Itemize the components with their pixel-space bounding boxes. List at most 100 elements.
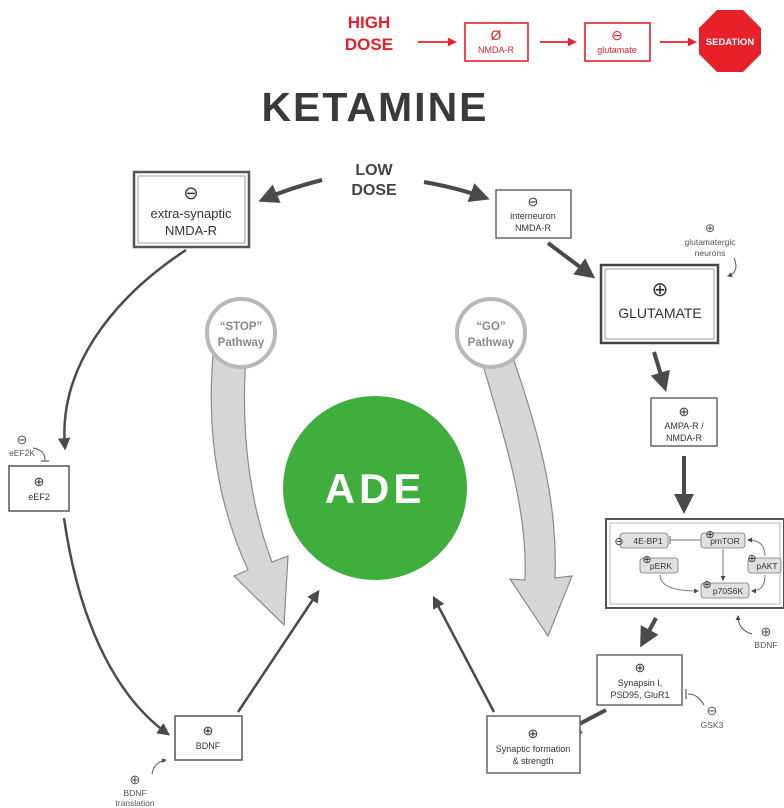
synaptic-box [486, 715, 581, 774]
eef2k-symbol: ⊖ [17, 432, 28, 447]
high-dose-glutamate-box [584, 22, 651, 62]
glutamatergic-line1: glutamatergic [684, 237, 736, 247]
low-dose-label-line1: LOW [355, 162, 393, 179]
sedation-label: SEDATION [706, 37, 755, 48]
bdnf-label: BDNF [196, 741, 221, 751]
extra-synaptic-symbol: ⊖ [183, 183, 198, 203]
interneuron-line2: NMDA-R [515, 223, 551, 233]
node-4ebp1-label: 4E-BP1 [633, 536, 663, 546]
node-p70s6k-symbol: ⊕ [702, 579, 711, 591]
eef2-symbol: ⊕ [34, 474, 45, 489]
interneuron-symbol: ⊖ [528, 194, 539, 209]
go-pathway-line2: Pathway [468, 337, 515, 349]
arrow-bdnf-to-ade [236, 589, 320, 713]
synaptic-symbol: ⊕ [528, 726, 539, 741]
synapsin-symbol: ⊕ [635, 660, 646, 675]
glutamate-box [599, 263, 720, 345]
go-pathway-line1: “GO” [476, 321, 505, 333]
high-dose-label-line2: DOSE [345, 35, 393, 54]
arrow-glutamate-to-ampa [650, 351, 670, 392]
bdnf-right-symbol: ⊕ [761, 624, 772, 639]
stop-pathway-line2: Pathway [218, 337, 265, 349]
stop-pathway-arrow [210, 354, 289, 627]
signaling-network: 4E-BP1 ⊖ pmTOR ⊕ pERK ⊕ pAKT ⊕ p70S6K ⊕ [614, 529, 782, 599]
node-pmtor-label: pmTOR [710, 536, 740, 546]
glutamate-symbol: ⊕ [652, 279, 669, 301]
interneuron-line1: interneuron [510, 211, 556, 221]
node-pakt [747, 557, 782, 574]
synaptic-line2: & strength [512, 756, 553, 766]
eef2-box [8, 465, 70, 512]
arrow-signaling-to-synapsin [640, 617, 659, 648]
arrow-synaptic-to-ade [432, 595, 496, 713]
bdnf-box [174, 715, 243, 761]
synapsin-box [596, 654, 683, 706]
node-perk [639, 557, 679, 574]
eef2k-label: eEF2K [9, 448, 35, 458]
node-perk-symbol: ⊕ [642, 554, 651, 566]
node-pakt-symbol: ⊕ [747, 553, 756, 565]
bdnf-translation-symbol: ⊕ [130, 772, 141, 787]
high-dose-label-line1: HIGH [348, 13, 391, 32]
gsk3-label: GSK3 [701, 720, 724, 730]
arrow-interneuron-to-glutamate [546, 241, 596, 279]
high-dose-nmdar-label: NMDA-R [478, 45, 514, 55]
ade-label: ADE [325, 465, 426, 512]
high-dose-glutamate-symbol: ⊖ [611, 27, 623, 43]
interneuron-box [495, 189, 572, 239]
ampa-line1: AMPA-R / [664, 421, 704, 431]
extra-synaptic-box [132, 170, 251, 249]
bdnf-translation-line2: translation [115, 798, 154, 808]
edge-pakt-to-p70s6k [751, 574, 766, 594]
go-pathway-circle [455, 297, 527, 369]
glutamatergic-arrow [727, 257, 737, 278]
extra-synaptic-line1: extra-synaptic [151, 206, 232, 221]
arrow-lowdose-to-extrasynaptic [258, 178, 323, 203]
bdnf-translation-line1: BDNF [123, 788, 146, 798]
node-p70s6k [700, 582, 750, 599]
ampa-box [650, 397, 718, 447]
extra-synaptic-line2: NMDA-R [165, 223, 217, 238]
stop-pathway-line1: “STOP” [220, 321, 263, 333]
high-dose-glutamate-label: glutamate [597, 45, 637, 55]
edge-perk-to-p70s6k [659, 574, 699, 594]
eef2-label: eEF2 [28, 492, 50, 502]
ampa-symbol: ⊕ [679, 404, 690, 419]
synapsin-line1: Synapsin I, [618, 678, 663, 688]
node-perk-label: pERK [650, 561, 673, 571]
eef2k-inhibit-arrow [32, 447, 46, 461]
node-p70s6k-label: p70S6K [713, 586, 744, 596]
low-dose-label-line2: DOSE [351, 182, 397, 199]
extra-synaptic-box-inner [137, 175, 246, 244]
stop-pathway-circle [205, 297, 277, 369]
gsk3-symbol: ⊖ [707, 703, 718, 718]
high-dose-nmdar-symbol: Ø [491, 27, 502, 43]
glutamatergic-line2: neurons [695, 248, 726, 258]
high-dose-nmdar-box [464, 22, 529, 62]
sedation-stop-sign [699, 10, 761, 72]
node-pakt-label: pAKT [756, 561, 777, 571]
bdnf-symbol: ⊕ [203, 723, 214, 738]
go-pathway-arrow [479, 354, 573, 638]
bdnf-right-arrow [735, 615, 753, 635]
node-4ebp1-symbol: ⊖ [614, 536, 623, 548]
ade-circle [283, 396, 467, 580]
glutamate-label: GLUTAMATE [618, 305, 702, 321]
synapsin-line2: PSD95, GluR1 [610, 690, 669, 700]
glutamatergic-symbol: ⊕ [705, 221, 715, 235]
node-pmtor-symbol: ⊕ [705, 529, 714, 541]
node-4ebp1 [619, 532, 669, 549]
ampa-line2: NMDA-R [666, 433, 702, 443]
title: KETAMINE [261, 84, 488, 130]
gsk3-inhibit-arrow [687, 693, 705, 706]
glutamate-box-inner [604, 268, 715, 340]
arrow-extrasynaptic-to-eef2 [57, 248, 187, 451]
arrow-lowdose-to-interneuron [423, 180, 490, 203]
bdnf-translation-arrow [151, 758, 167, 775]
bdnf-right-label: BDNF [754, 640, 777, 650]
high-dose-row: HIGH DOSE Ø NMDA-R ⊖ glutamate SEDATION [345, 10, 761, 72]
synaptic-line1: Synaptic formation [496, 744, 571, 754]
edge-pakt-to-pmtor [747, 537, 766, 557]
arrow-eef2-to-bdnf [62, 517, 171, 736]
